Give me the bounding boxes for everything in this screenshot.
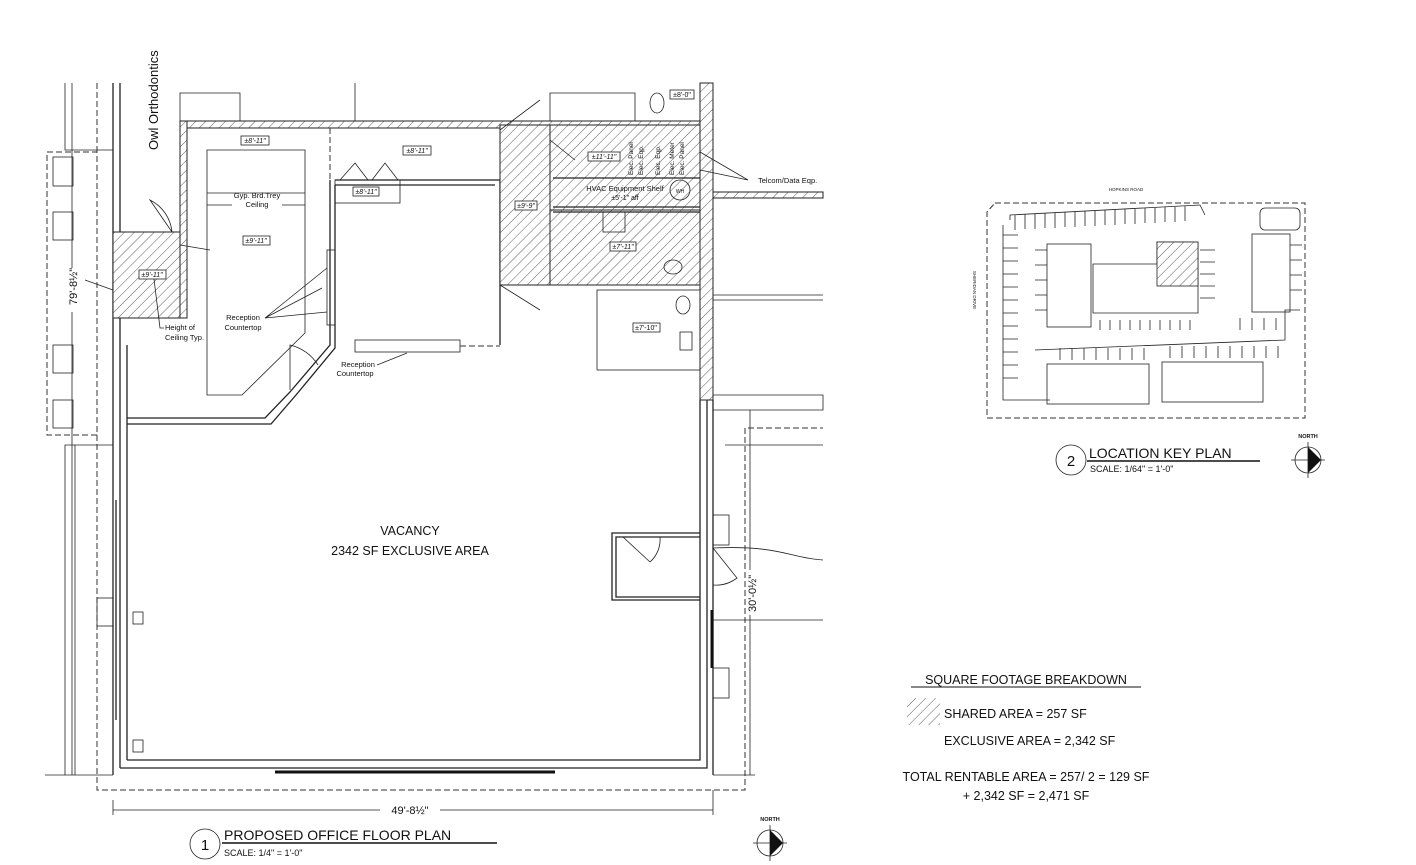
ceiling-height: ±8'-11" [244,138,266,145]
floor-plan: ±8'-11" ±8'-11" ±8'-11" ±9'-11" ±9'-11" … [45,50,824,861]
reception-note: Countertop [336,369,373,378]
side-room [611,532,824,621]
north-label: NORTH [760,817,780,823]
tenant-label: Owl Orthodontics [146,50,161,150]
elec-label: Elec. Eqp. [638,145,645,175]
north-arrow-1: NORTH [753,817,787,861]
elec-label: Elec. Panel [679,142,686,175]
shared-area-swatch [907,698,940,725]
reception-note: Reception [226,313,260,322]
title-name: PROPOSED OFFICE FLOOR PLAN [224,827,451,843]
reception-note: Reception [341,360,375,369]
exclusive-area: EXCLUSIVE AREA = 2,342 SF [944,734,1116,748]
exterior-walls [96,83,730,775]
ceiling-height: ±7'-10" [635,325,657,332]
ceiling-height: ±9'-11" [141,272,163,279]
road-label: HOPKINS ROAD [1109,187,1144,192]
telcom-note: Telcom/Data Eqp. [758,176,817,185]
square-footage-breakdown: SQUARE FOOTAGE BREAKDOWN SHARED AREA = 2… [903,673,1150,803]
north-arrow-icon [1308,447,1321,473]
ceiling-typ-note: Ceiling Typ. [165,333,204,342]
dimension-vertical-right: 30'-0½" [747,575,759,612]
exterior-context [45,83,823,791]
space-name: VACANCY [380,524,440,538]
ceiling-height: ±7'-11" [612,244,634,251]
ceiling-typ-note: Height of [165,323,196,332]
title-name: LOCATION KEY PLAN [1089,445,1232,461]
floor-plan-title: 1 PROPOSED OFFICE FLOOR PLAN SCALE: 1/4"… [189,827,497,860]
ceiling-height: ±11'-11" [592,154,617,161]
hvac-note: HVAC Equipment Shelf [586,184,664,193]
dimension-horizontal-bottom: 49'-8½" [391,805,428,817]
location-key-plan: HOPKINS ROAD SHERIDAN DRIVE 2 LOCATION K… [972,187,1325,478]
ceiling-height: ±9'-11" [245,238,267,245]
upper-walls [179,82,824,446]
reception-countertop-1 [326,249,336,326]
trey-ceiling-note: Gyp. Brd.Trey [234,191,281,200]
elec-label: Elec. Meter [669,141,676,175]
title-number: 1 [201,837,209,854]
ceiling-height: ±8'-11" [355,189,377,196]
hvac-note: ±5'-1" aff [611,195,638,202]
total-rentable-area: TOTAL RENTABLE AREA = 257/ 2 = 129 SF [903,770,1150,784]
road-label: SHERIDAN DRIVE [972,271,977,309]
ceiling-height-tags: ±8'-11" ±8'-11" ±8'-11" ±9'-11" ±9'-11" … [138,89,695,333]
dimension-vertical-left: 79'-8½" [68,268,80,305]
elec-label: Elec. Panel [628,142,635,175]
parking-lots [1002,204,1302,405]
space-area: 2342 SF EXCLUSIVE AREA [331,544,489,558]
title-number: 2 [1067,453,1075,470]
trey-ceiling [206,149,306,396]
reception-countertop-2 [354,339,461,353]
vestibule-door[interactable] [84,198,211,291]
ceiling-height: ±9'-9" [517,203,535,210]
dimensions: 79'-8½" 49'-8½" 30'-0½" [68,83,759,817]
north-arrow-icon [770,830,783,856]
total-rentable-area-sum: + 2,342 SF = 2,471 SF [963,789,1090,803]
ceiling-height: ±8'-11" [406,148,428,155]
breakdown-heading: SQUARE FOOTAGE BREAKDOWN [925,673,1127,687]
ceiling-height: ±8'-0" [673,92,691,99]
title-scale: SCALE: 1/4" = 1'-0" [224,848,302,858]
elec-label: Elec. Eqp. [655,145,662,175]
water-heater-label: WH [676,189,685,195]
trey-ceiling-note: Ceiling [246,200,269,209]
reception-note: Countertop [224,323,261,332]
north-arrow-2: NORTH [1291,434,1325,478]
north-label: NORTH [1298,434,1318,440]
title-scale: SCALE: 1/64" = 1'-0" [1090,464,1173,474]
shared-core [499,92,701,371]
shared-area: SHARED AREA = 257 SF [944,707,1087,721]
plan-notes: Owl Orthodontics Gyp. Brd.Trey Ceiling R… [146,50,817,558]
